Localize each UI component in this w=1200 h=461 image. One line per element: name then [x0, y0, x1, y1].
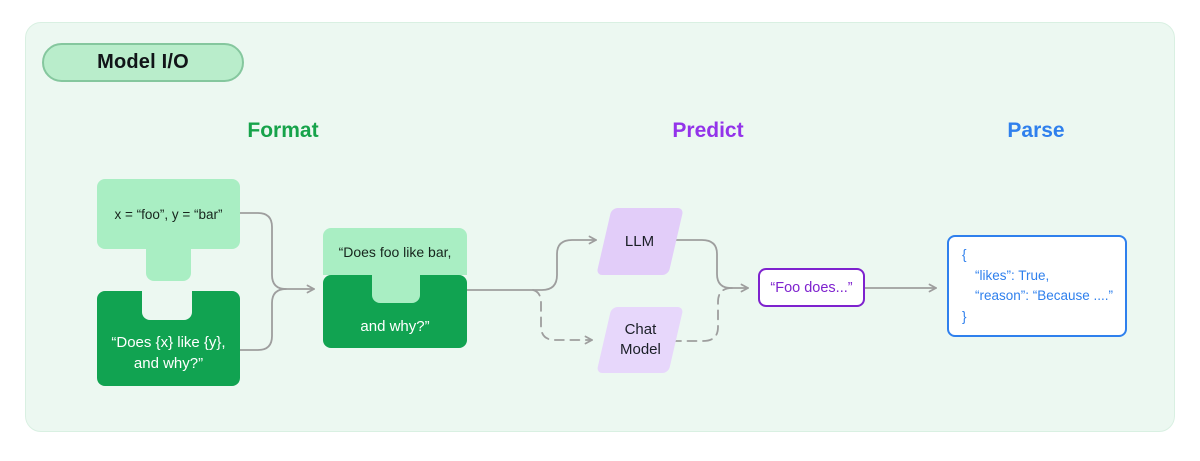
connector-values-to-combined — [239, 212, 315, 294]
formatted-prompt-line1: “Does foo like bar, — [338, 243, 452, 260]
chat-model-node: Chat Model — [596, 307, 684, 373]
parsed-result-line: } — [962, 308, 967, 324]
input-values-piece: x = “foo”, y = “bar” — [97, 179, 240, 249]
parse-column-header: Parse — [1007, 119, 1065, 142]
formatted-prompt-top-piece: “Does foo like bar, — [323, 228, 467, 275]
predict-column-header: Predict — [672, 119, 744, 142]
model-io-badge-label: Model I/O — [97, 51, 189, 73]
parsed-result-box: { “likes”: True, “reason”: “Because ....… — [947, 235, 1127, 337]
formatted-prompt-line2: and why?” — [360, 318, 430, 335]
prompt-template-line1: “Does {x} like {y}, — [111, 334, 226, 351]
parsed-result-line: “likes”: True, — [975, 267, 1050, 283]
llm-label: LLM — [625, 232, 655, 250]
input-values-text: x = “foo”, y = “bar” — [114, 206, 223, 222]
format-column-header: Format — [247, 119, 319, 142]
model-output-text: “Foo does...” — [770, 279, 853, 296]
model-output-box: “Foo does...” — [758, 268, 865, 307]
parsed-result-line: “reason”: “Because ....” — [975, 288, 1114, 303]
parsed-result-line: { — [962, 247, 967, 262]
connector-combined-to-llm — [466, 235, 597, 291]
model-io-badge: Model I/O — [42, 43, 244, 82]
input-values-piece-tab — [146, 248, 191, 281]
connector-combined-to-chat-model — [532, 289, 593, 345]
chat-model-label-line1: Chat — [624, 321, 656, 338]
connector-template-to-combined — [239, 288, 287, 351]
connector-llm-to-output — [671, 239, 749, 293]
formatted-prompt-connector-tab — [372, 275, 420, 303]
connector-chat-model-to-output — [671, 287, 733, 342]
chat-model-label-line2: Model — [619, 341, 661, 358]
prompt-template-line2: and why?” — [133, 355, 204, 372]
prompt-template-piece-notch — [142, 291, 192, 320]
